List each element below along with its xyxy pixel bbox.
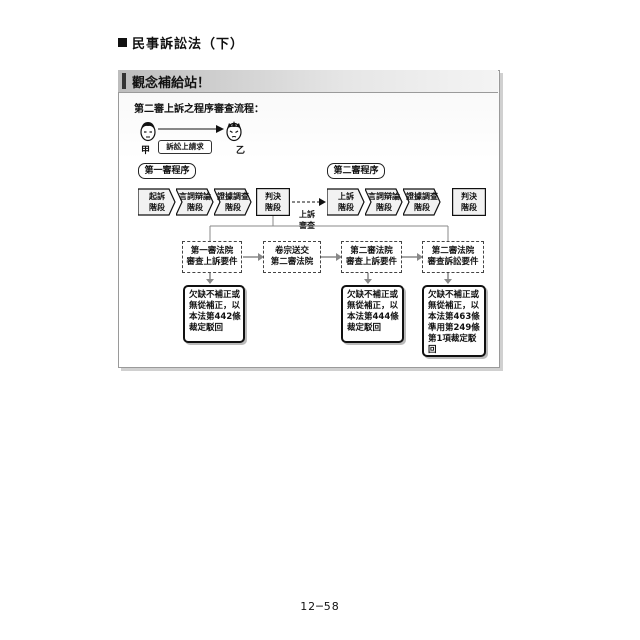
step-arrow-shape — [138, 188, 176, 216]
step-first-judgment: 判決階段 — [256, 188, 290, 216]
outcome-box-442: 欠缺不補正或 無從補正，以 本法第442條 裁定駁回 — [183, 285, 245, 343]
step-second-evidence: 證據調查階段 — [403, 188, 441, 216]
step-second-argument: 言詞辯論階段 — [365, 188, 403, 216]
review-box-second-appeal: 第二審法院審查上訴要件 — [341, 241, 402, 273]
step-arrow-shape — [327, 188, 365, 216]
title-bar-accent — [122, 73, 126, 89]
claim-arrow-icon — [158, 125, 224, 133]
section-title: 民事訴訟法（下） — [132, 37, 245, 52]
claim-label: 訴訟上請求 — [158, 140, 212, 154]
review-box-transfer: 卷宗送交第二審法院 — [263, 241, 321, 273]
appeal-arrow-icon — [292, 198, 326, 206]
step-arrow-shape — [176, 188, 214, 216]
section-header: 民事訴訟法（下） — [118, 33, 244, 52]
review-box-second-litigation: 第二審法院審查訴訟要件 — [422, 241, 484, 273]
panel-title: 觀念補給站！ — [132, 76, 211, 91]
flow-connectors — [206, 216, 452, 284]
step-box-shape — [256, 188, 290, 216]
step-first-argument: 言詞辯論階段 — [176, 188, 214, 216]
step-arrow-shape — [365, 188, 403, 216]
step-arrow-shape — [403, 188, 441, 216]
person-a-face-icon — [140, 122, 156, 142]
step-first-evidence: 證據調查階段 — [214, 188, 252, 216]
step-box-shape — [452, 188, 486, 216]
outcome-box-463: 欠缺不補正或 無從補正，以 本法第463條 準用第249條 第1項裁定駁 回 — [422, 285, 486, 357]
step-second-appeal: 上訴階段 — [327, 188, 365, 216]
panel-title-bar: 觀念補給站！ — [118, 70, 498, 93]
step-first-filing: 起訴階段 — [138, 188, 176, 216]
party-b-label: 乙 — [236, 146, 246, 156]
square-bullet-icon — [118, 38, 127, 47]
person-b-face-icon — [226, 121, 242, 142]
second-instance-phase: 第二審程序 — [327, 163, 385, 179]
party-a-label: 甲 — [141, 146, 151, 156]
review-box-first-court: 第一審法院審查上訴要件 — [182, 241, 242, 273]
page-number: 12─58 — [300, 600, 340, 613]
outcome-box-444: 欠缺不補正或 無從補正，以 本法第444條 裁定駁回 — [341, 285, 404, 343]
step-second-judgment: 判決階段 — [452, 188, 486, 216]
flow-subtitle: 第二審上訴之程序審查流程： — [134, 104, 264, 115]
first-instance-phase: 第一審程序 — [138, 163, 196, 179]
step-arrow-shape — [214, 188, 252, 216]
